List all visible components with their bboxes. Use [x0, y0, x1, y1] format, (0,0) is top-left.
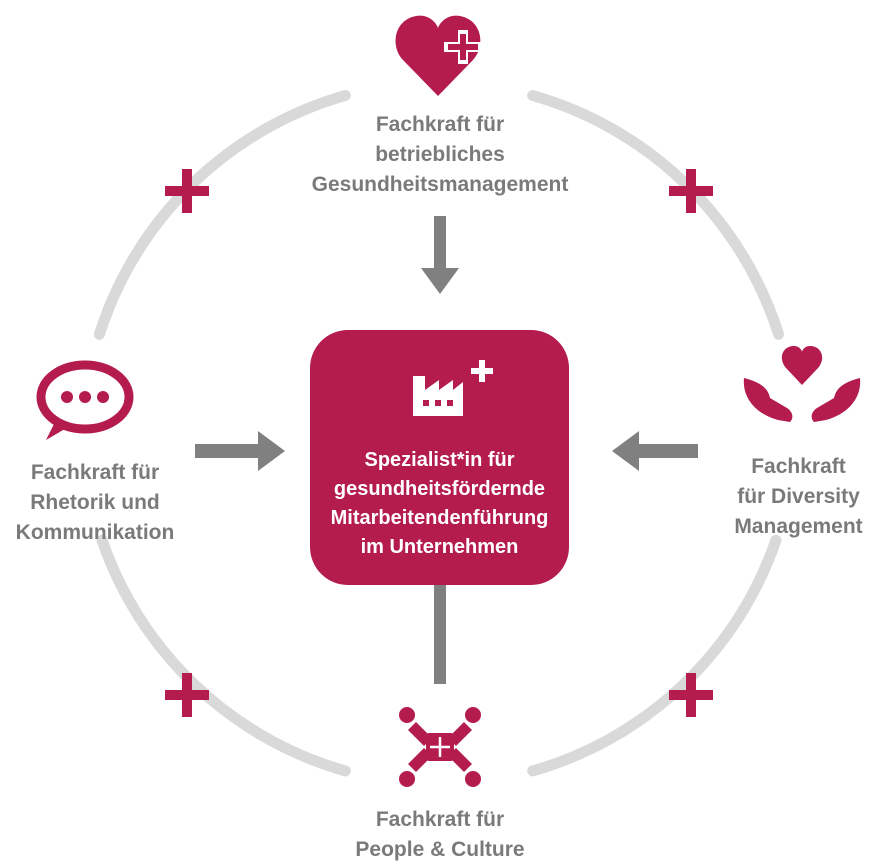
node-top-label: Fachkraft für betriebliches Gesundheitsm…	[290, 110, 590, 200]
node-label-line: Rhetorik und	[30, 491, 160, 514]
arrow-right-icon	[195, 431, 285, 471]
hands-heart-icon	[743, 346, 861, 422]
node-label-line: Fachkraft für	[375, 808, 505, 831]
node-label-line: Management	[734, 515, 863, 538]
node-left-label: Fachkraft für Rhetorik und Kommunikation	[0, 458, 190, 548]
node-label-line: People & Culture	[355, 838, 525, 861]
heart-plus-icon	[395, 15, 482, 97]
people-puzzle-icon	[399, 707, 481, 787]
node-right-label: Fachkraft für Diversity Management	[718, 452, 879, 542]
node-label-line: Gesundheitsmanagement	[311, 173, 569, 196]
node-bottom-label: Fachkraft für People & Culture	[320, 805, 560, 865]
center-title-line: gesundheitsfördernde	[333, 478, 546, 500]
center-title-line: Mitarbeitendenführung	[330, 507, 549, 529]
factory-plus-icon	[413, 360, 493, 416]
plus-icon	[165, 673, 209, 717]
speech-bubble-icon	[36, 360, 134, 440]
center-box	[310, 330, 569, 585]
ring	[93, 90, 785, 777]
center-title: Spezialist*in für gesundheitsfördernde M…	[310, 446, 569, 562]
arrow-left-icon	[612, 431, 698, 471]
ring-plus-signs	[165, 169, 713, 717]
plus-icon	[669, 673, 713, 717]
ring-segment-top-left	[93, 90, 351, 340]
node-label-line: für Diversity	[737, 485, 860, 508]
node-label-line: Fachkraft	[751, 455, 846, 478]
ring-segment-bottom-right	[527, 534, 782, 777]
ring-segment-top-right	[527, 90, 785, 340]
node-label-line: Fachkraft für	[375, 113, 505, 136]
node-label-line: Fachkraft für	[30, 461, 160, 484]
node-label-line: betriebliches	[375, 143, 505, 166]
arrow-down-icon	[421, 216, 459, 294]
node-label-line: Kommunikation	[15, 521, 175, 544]
ring-segment-bottom-left	[96, 534, 351, 777]
plus-icon	[165, 169, 209, 213]
center-title-line: Spezialist*in für	[364, 449, 515, 471]
plus-icon	[669, 169, 713, 213]
center-title-line: im Unternehmen	[360, 536, 519, 558]
